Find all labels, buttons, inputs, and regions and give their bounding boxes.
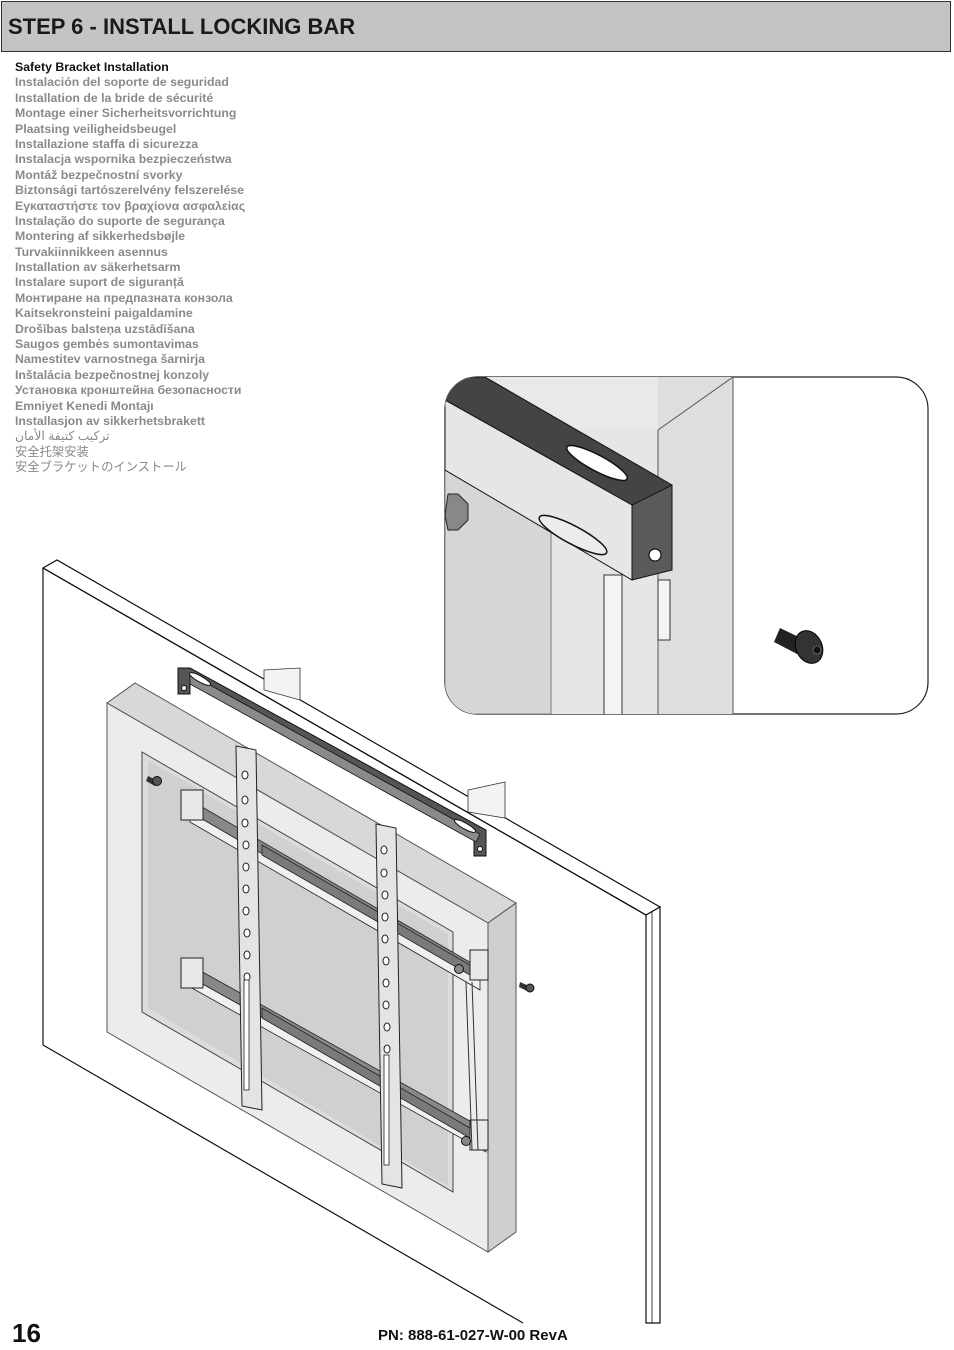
language-item: Montáž bezpečnostní svorky: [15, 167, 183, 182]
language-item: Installasjon av sikkerhetsbrakett: [15, 413, 206, 428]
language-item: Instalação do suporte de segurança: [15, 213, 225, 228]
language-item: Instalación del soporte de seguridad: [15, 75, 229, 90]
language-item: Монтиране на предпазната конзола: [15, 290, 233, 305]
step-title: STEP 6 - INSTALL LOCKING BAR: [8, 14, 356, 39]
part-number: PN: 888-61-027-W-00 RevA: [378, 1327, 568, 1344]
screw-icon: [774, 628, 824, 664]
language-item: Drošības balsteņa uzstādīšana: [15, 321, 195, 336]
screw-icon: [146, 776, 162, 786]
language-item: 安全托架安装: [15, 444, 89, 459]
language-item: Installazione staffa di sicurezza: [15, 136, 199, 151]
language-item: تركيب كتيفة الأمان: [15, 429, 110, 444]
language-item: Montage einer Sicherheitsvorrichtung: [15, 106, 237, 121]
step-header: STEP 6 - INSTALL LOCKING BAR: [1, 1, 951, 52]
language-item: Instalacja wspornika bezpieczeństwa: [15, 152, 232, 167]
language-item: Kaitsekronsteini paigaldamine: [15, 306, 193, 321]
language-item: 安全ブラケットのインストール: [15, 460, 187, 475]
detail-inset: [444, 376, 929, 715]
language-item: Turvakiinnikkeen asennus: [15, 244, 168, 259]
language-item: Установка кронштейна безопасности: [15, 383, 242, 398]
language-item: Montering af sikkerhedsbøjle: [15, 229, 186, 244]
language-item: Namestitev varnostnega šarnirja: [15, 352, 206, 367]
screw-icon: [519, 982, 535, 993]
language-item: Installation av säkerhetsarm: [15, 260, 181, 275]
language-item: Εγκαταστήστε τον βραχίονα ασφαλείας: [15, 198, 246, 213]
language-item: Inštalácia bezpečnostnej konzoly: [15, 367, 210, 382]
page-number: 16: [12, 1318, 41, 1348]
language-item: Plaatsing veiligheidsbeugel: [15, 121, 177, 136]
language-item: Safety Bracket Installation: [15, 60, 169, 74]
language-item: Instalare suport de siguranță: [15, 275, 184, 290]
language-item: Saugos gembės sumontavimas: [15, 337, 199, 352]
language-list: Safety Bracket Installation Instalación …: [15, 60, 315, 476]
language-item: Installation de la bride de sécurité: [15, 90, 214, 105]
language-item: Biztonsági tartószerelvény felszerelése: [15, 183, 244, 198]
language-item: Emniyet Kenedi Montajı: [15, 398, 154, 413]
main-illustration: [41, 559, 662, 1324]
